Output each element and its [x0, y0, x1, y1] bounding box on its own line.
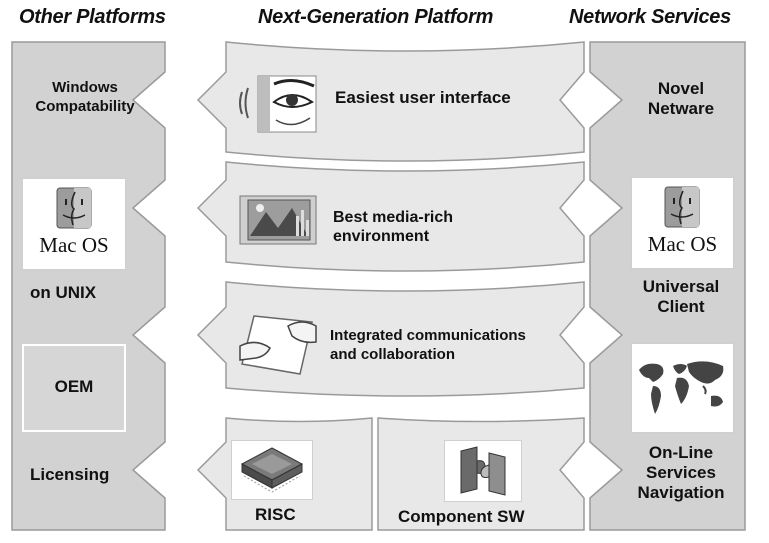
macos-card-left: Mac OS [22, 178, 126, 270]
label-easiest-ui: Easiest user interface [335, 88, 511, 107]
header-network-services: Network Services [569, 6, 731, 28]
puzzle-pieces-icon [460, 446, 506, 496]
world-map-card [631, 343, 734, 433]
risc-chip-card [231, 440, 313, 500]
label-novel-netware: Novel Netware [647, 79, 715, 118]
handshake-paper-icon [239, 315, 317, 375]
label-windows-compatability: Windows Compatability [35, 79, 135, 115]
mac-finder-icon [664, 186, 700, 228]
label-on-unix: on UNIX [30, 283, 97, 302]
oem-card: OEM [22, 344, 126, 432]
eye-face-icon [239, 75, 317, 133]
label-component-sw: Component SW [398, 507, 525, 526]
media-collage-icon [239, 195, 317, 245]
label-universal-client: Universal Client [642, 277, 720, 316]
world-map-icon [639, 361, 724, 414]
label-oem: OEM [54, 377, 94, 396]
label-risc: RISC [255, 505, 296, 524]
label-online-services-navigation: On-Line Services Navigation [637, 443, 725, 502]
macos-text-right: Mac OS [647, 232, 718, 256]
label-licensing: Licensing [30, 465, 110, 484]
component-card [444, 440, 522, 502]
label-media-rich: Best media-rich environment [333, 209, 454, 245]
mac-finder-icon [56, 187, 92, 229]
chip-icon [240, 447, 304, 493]
macos-text-left: Mac OS [39, 233, 109, 257]
header-other-platforms: Other Platforms [19, 6, 166, 28]
label-integrated-comms: Integrated communications and collaborat… [330, 327, 526, 363]
header-next-generation-platform: Next-Generation Platform [258, 6, 494, 28]
macos-card-right: Mac OS [631, 177, 734, 269]
